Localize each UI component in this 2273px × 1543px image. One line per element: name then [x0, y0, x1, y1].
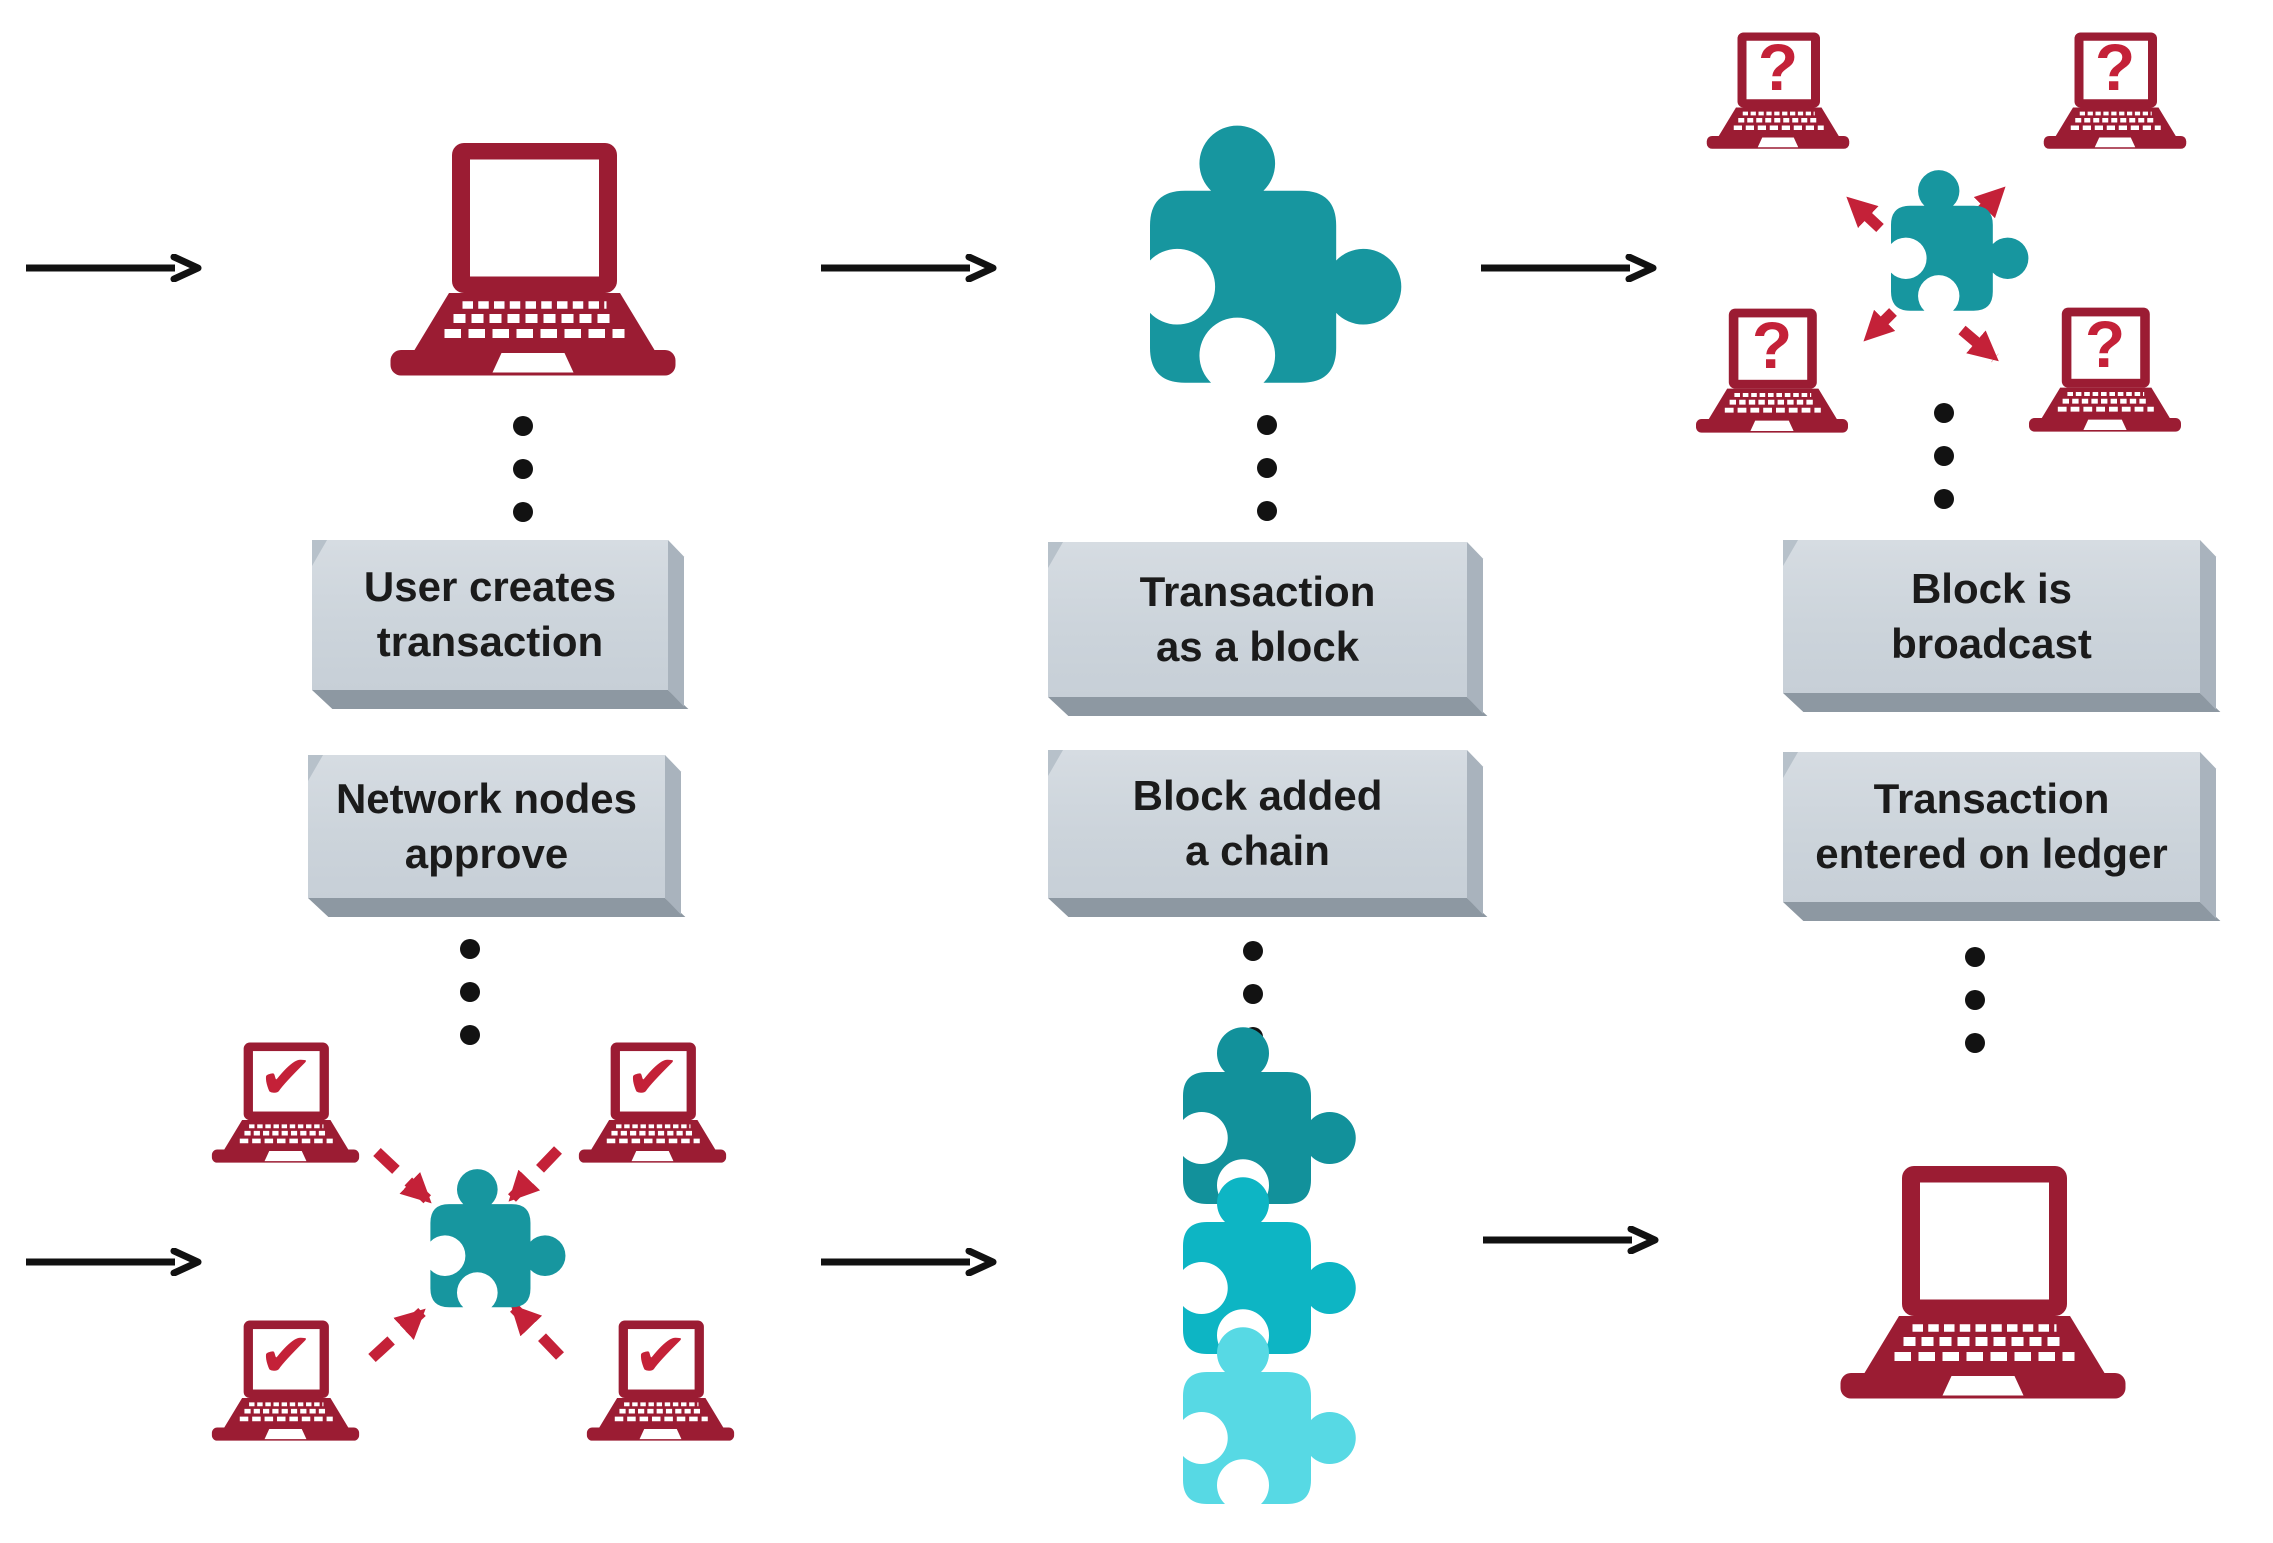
flow-arrow-icon: [23, 254, 203, 282]
step-label-line: Transaction: [1873, 775, 2110, 823]
step-label-line: as a block: [1155, 622, 1360, 670]
flow-arrow-icon: [818, 1248, 998, 1276]
ellipsis-dots-icon: [513, 416, 533, 522]
box-chamfer: [1048, 750, 1063, 776]
step-box-block-added: Block added a chain: [1048, 750, 1467, 898]
step-box-block-broadcast: Block is broadcast: [1783, 540, 2200, 693]
chain-puzzle-piece-icon: [1139, 1322, 1359, 1542]
step-box-transaction-ledger: Transaction entered on ledger: [1783, 752, 2200, 902]
step-label-line: Block is: [1910, 564, 2073, 612]
ellipsis-dots-icon: [1965, 947, 1985, 1053]
flow-arrow-icon: [1478, 254, 1658, 282]
step-box-user-creates: User creates transaction: [312, 540, 668, 690]
step-label-line: Transaction: [1139, 567, 1376, 615]
step-label-line: Network nodes: [335, 774, 638, 822]
user-laptop-icon: [383, 140, 683, 380]
ellipsis-dots-icon: [460, 939, 480, 1045]
step-box-network-nodes: Network nodes approve: [308, 755, 665, 898]
flow-arrow-icon: [1480, 1226, 1660, 1254]
step-label-line: a chain: [1185, 827, 1330, 874]
ledger-laptop-icon: [1833, 1163, 2133, 1403]
flow-arrow-icon: [818, 254, 998, 282]
step-box-transaction-block: Transaction as a block: [1048, 542, 1467, 697]
block-puzzle-piece-icon: [1086, 118, 1406, 438]
box-chamfer: [312, 540, 327, 566]
ellipsis-dots-icon: [1257, 415, 1277, 521]
step-label-line: broadcast: [1891, 619, 2092, 667]
broadcast-node-laptop-icon: ?: [2025, 305, 2185, 435]
box-chamfer: [1783, 540, 1798, 566]
inward-dashed-arrows-icon: [368, 1146, 564, 1363]
broadcast-node-laptop-icon: ?: [2040, 30, 2190, 152]
block-puzzle-piece-icon: [1856, 166, 2031, 341]
step-label-line: entered on ledger: [1815, 830, 2168, 877]
box-chamfer: [1783, 752, 1798, 778]
box-chamfer: [1048, 542, 1063, 568]
block-puzzle-piece-icon: [396, 1165, 568, 1337]
step-label-line: transaction: [376, 618, 604, 665]
approving-node-laptop-icon: ✔: [208, 1040, 363, 1166]
flow-arrow-icon: [23, 1248, 203, 1276]
step-label-line: Block added: [1132, 772, 1383, 820]
approving-node-laptop-icon: ✔: [208, 1318, 363, 1444]
ellipsis-dots-icon: [1934, 403, 1954, 509]
box-chamfer: [308, 755, 323, 781]
step-label-line: approve: [404, 829, 569, 877]
step-label-line: User creates: [363, 563, 617, 611]
